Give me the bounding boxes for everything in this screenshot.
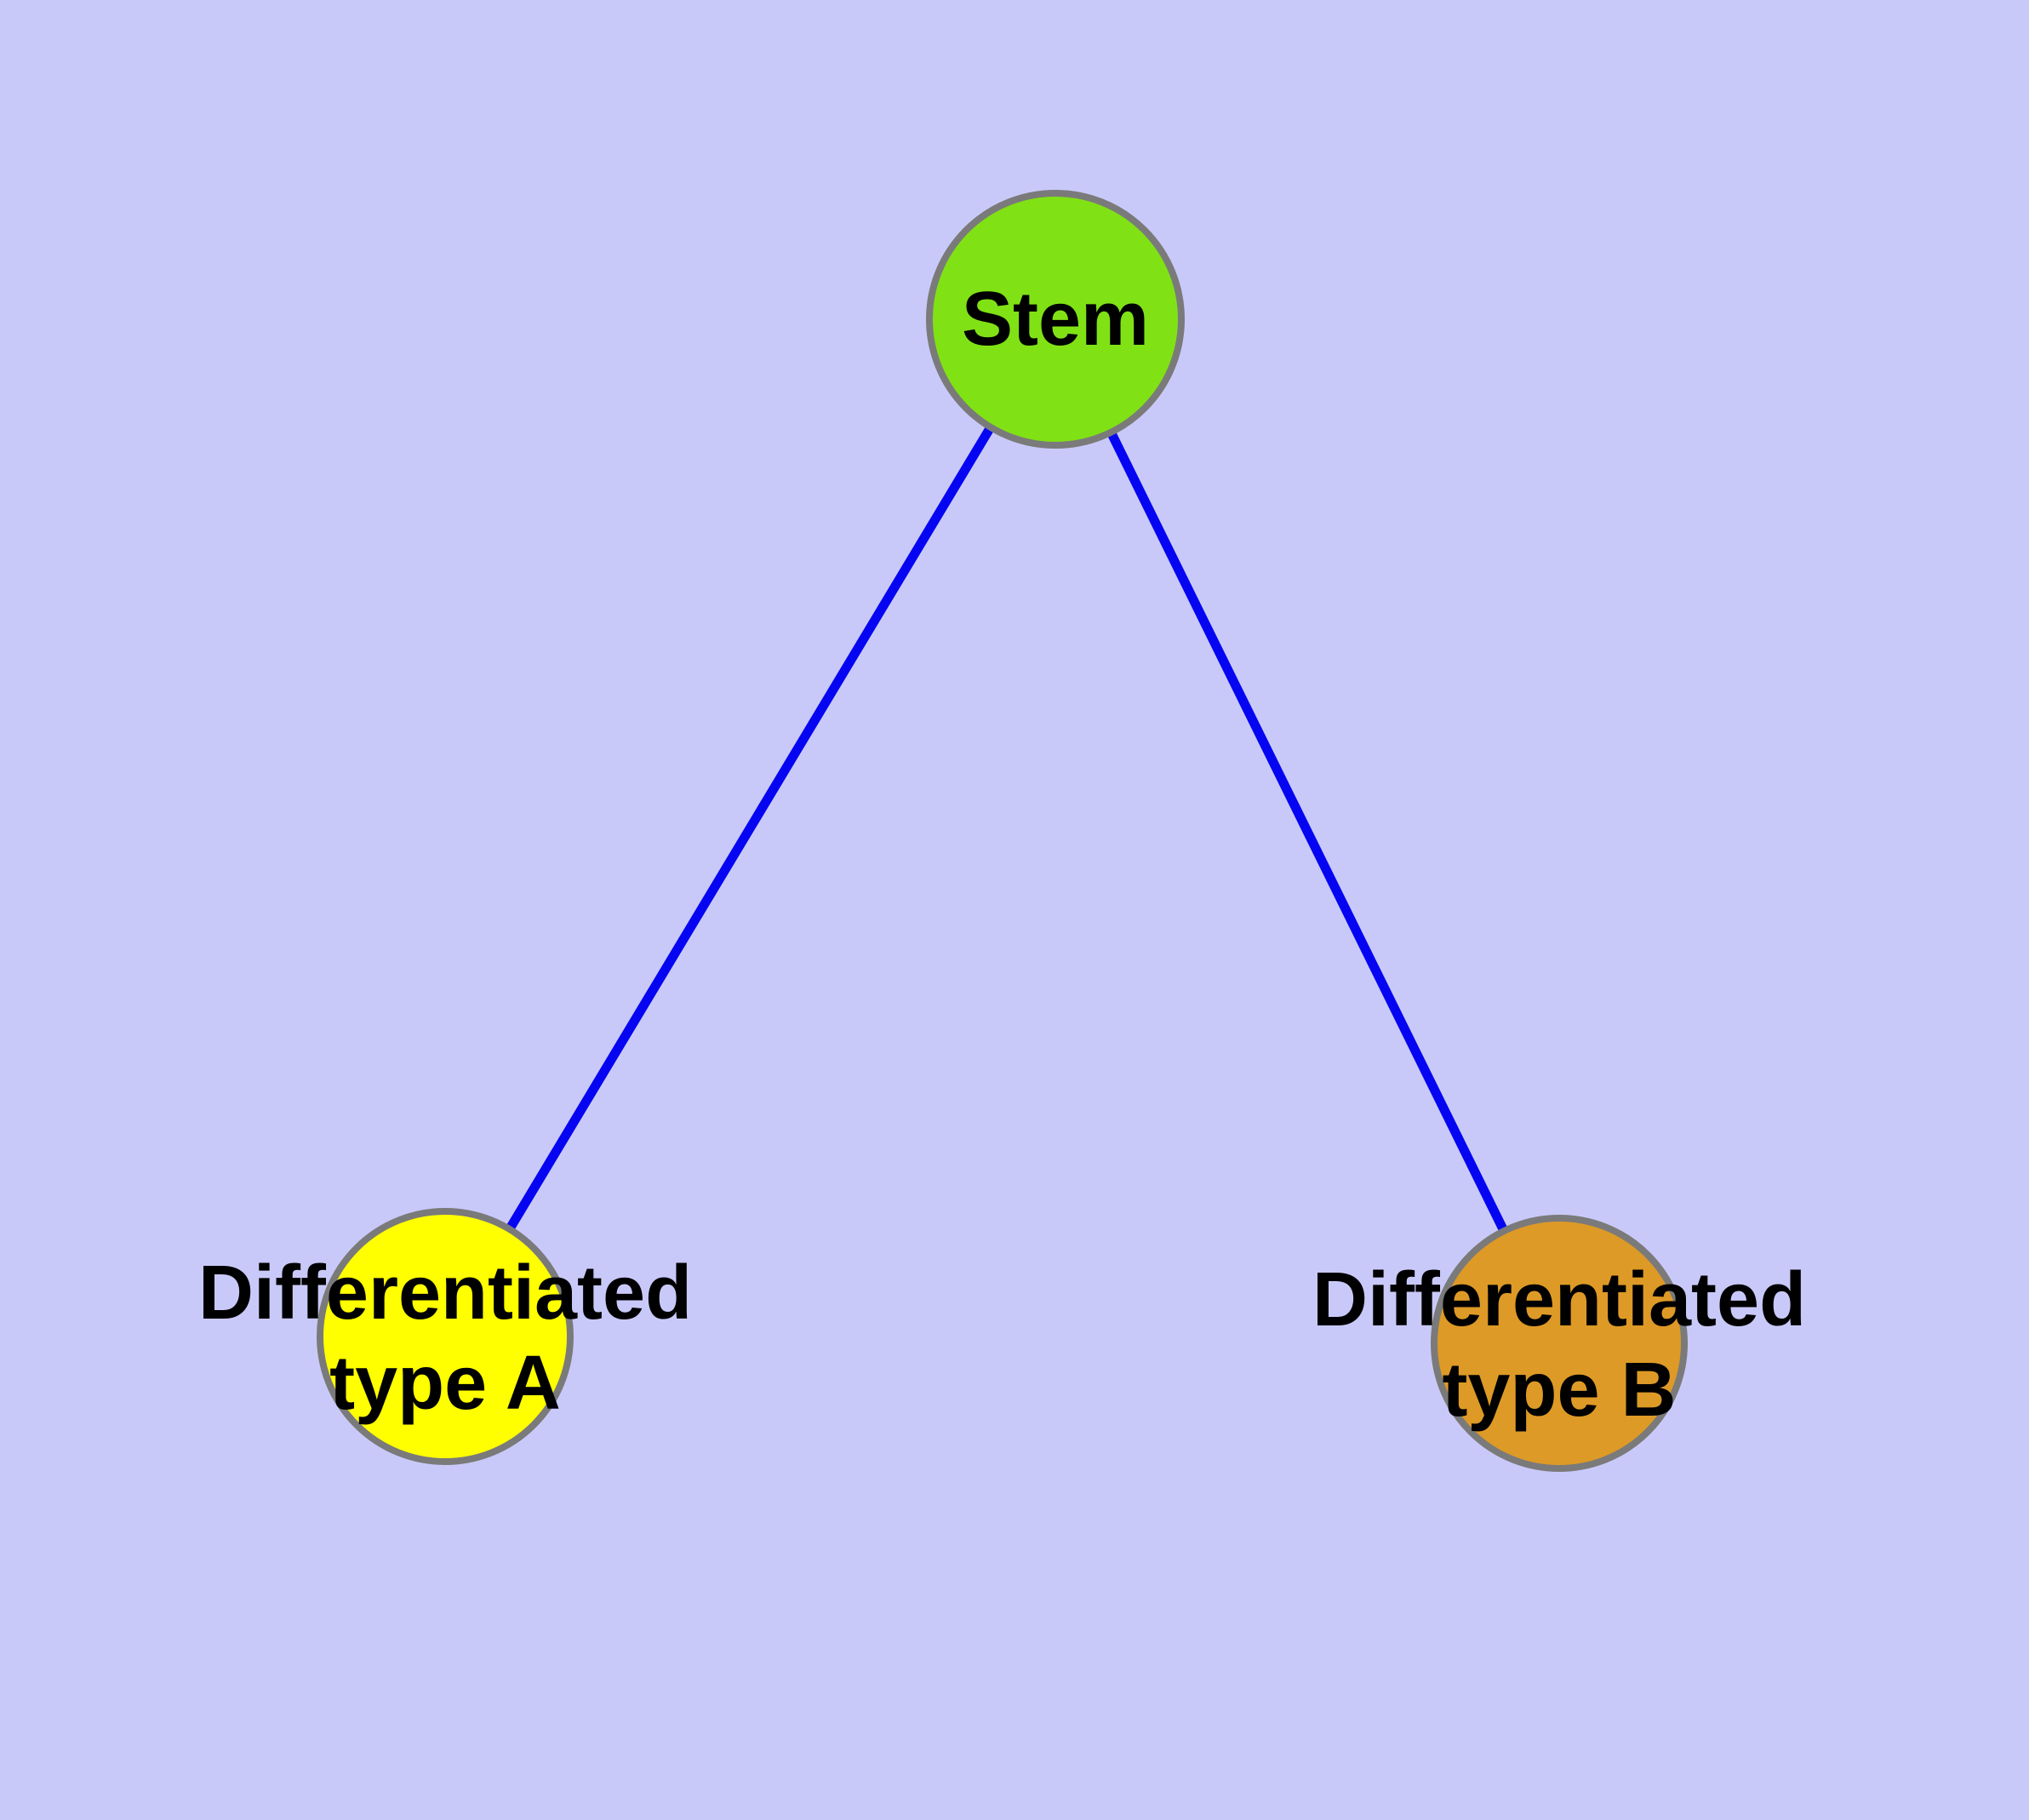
edge-stem-to-type-a — [441, 317, 1060, 1339]
node-type-b-circle — [1431, 1215, 1688, 1472]
node-stem-circle — [926, 190, 1185, 449]
edge-stem-to-type-b — [1051, 317, 1563, 1346]
node-type-a-circle — [317, 1208, 574, 1465]
